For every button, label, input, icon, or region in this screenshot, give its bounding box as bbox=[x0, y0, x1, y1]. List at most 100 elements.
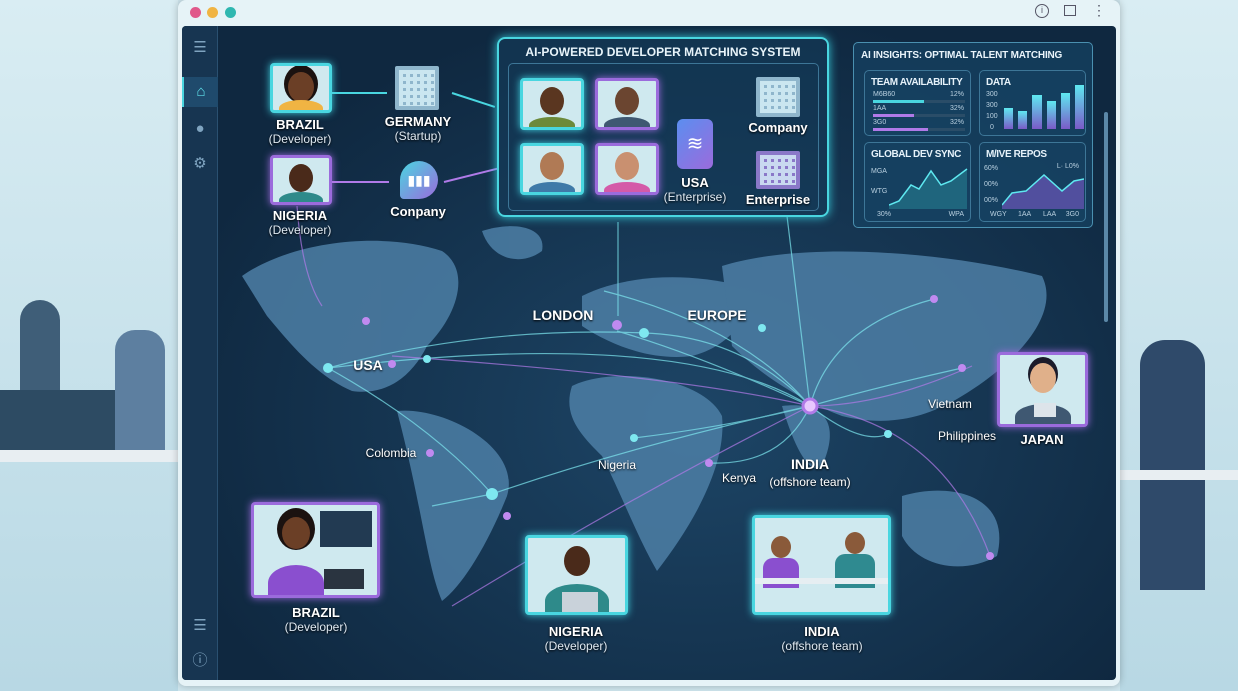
data-bar bbox=[1074, 85, 1085, 129]
node bbox=[388, 360, 396, 368]
india-team-card[interactable] bbox=[752, 515, 891, 615]
tick: WTG bbox=[871, 188, 888, 195]
row-label: 3G0 bbox=[873, 119, 887, 126]
data-bar-chart bbox=[1004, 83, 1085, 129]
brazil-developer-label: BRAZIL(Developer) bbox=[268, 117, 332, 146]
office-scene-left bbox=[0, 0, 178, 691]
nigeria-developer-card[interactable] bbox=[525, 535, 628, 615]
data-bar bbox=[1004, 108, 1014, 129]
connection-arc bbox=[327, 331, 645, 369]
matched-developer-avatar[interactable] bbox=[520, 143, 584, 195]
matched-developer-avatar[interactable] bbox=[595, 143, 659, 195]
info-icon[interactable]: i bbox=[1035, 4, 1049, 18]
greenland bbox=[482, 226, 543, 260]
map-label-vietnam: Vietnam bbox=[928, 397, 972, 411]
map-label-india-sub: (offshore team) bbox=[769, 475, 851, 489]
connection-arc bbox=[431, 493, 493, 507]
connection-arc bbox=[327, 367, 493, 495]
india bbox=[782, 405, 830, 469]
tick: 300 bbox=[986, 102, 998, 109]
menu-icon[interactable]: ☰ bbox=[193, 39, 207, 56]
ai-insights-panel: AI INSIGHTS: OPTIMAL TALENT MATCHING TEA… bbox=[853, 42, 1093, 228]
data-bar bbox=[1060, 93, 1070, 129]
data-title: DATA bbox=[986, 77, 1011, 88]
map-label-philippines: Philippines bbox=[937, 429, 997, 443]
node bbox=[705, 459, 713, 467]
node bbox=[986, 552, 994, 560]
map-nodes bbox=[323, 295, 994, 560]
main-panel: ☰ ⌂ ● ⚙ ☰ ⓘ bbox=[182, 26, 1116, 680]
node bbox=[426, 449, 434, 457]
japan-developer-card[interactable] bbox=[997, 352, 1088, 427]
more-vertical-icon[interactable]: ⋮ bbox=[1092, 2, 1106, 18]
node bbox=[423, 355, 431, 363]
tick: 300 bbox=[986, 91, 998, 98]
scrollbar[interactable] bbox=[1104, 112, 1108, 322]
map-label-europe: EUROPE bbox=[687, 307, 747, 323]
matched-developer-avatar[interactable] bbox=[595, 78, 659, 130]
company-building-icon bbox=[756, 77, 800, 117]
connections bbox=[327, 215, 963, 507]
brazil-developer-card[interactable] bbox=[251, 502, 380, 598]
laptop-icon bbox=[324, 569, 364, 589]
north-america bbox=[242, 240, 459, 392]
brazil-developer-avatar[interactable] bbox=[270, 63, 332, 113]
minimize-button[interactable] bbox=[207, 7, 218, 18]
node bbox=[362, 317, 370, 325]
team-member bbox=[845, 532, 865, 554]
team-availability-title: TEAM AVAILABILITY bbox=[871, 77, 963, 88]
person bbox=[1140, 340, 1205, 590]
laptop-icon bbox=[1034, 403, 1056, 417]
data-card: DATA 300 300 100 0 bbox=[979, 70, 1086, 136]
home-icon[interactable]: ⌂ bbox=[182, 77, 218, 107]
nigeria-developer-avatar[interactable] bbox=[270, 155, 332, 205]
node bbox=[503, 512, 511, 520]
brazil-card-label: BRAZIL(Developer) bbox=[284, 605, 348, 634]
india-card-label: INDIA(offshore team) bbox=[781, 624, 863, 653]
map-label-usa: USA bbox=[353, 357, 383, 373]
node-europe bbox=[639, 328, 649, 338]
maximize-button[interactable] bbox=[225, 7, 236, 18]
node bbox=[884, 430, 892, 438]
continents bbox=[242, 226, 1047, 601]
desk bbox=[755, 578, 888, 584]
active-repos-card: M/IVE REPOS L· L0% 60% 00% 00% WGY 1AA L… bbox=[979, 142, 1086, 222]
tick: 1AA bbox=[1018, 211, 1032, 218]
sync-line bbox=[889, 168, 968, 206]
node bbox=[758, 324, 766, 332]
person bbox=[115, 330, 165, 450]
user-icon[interactable]: ● bbox=[195, 120, 205, 137]
nigeria-developer-label: NIGERIA(Developer) bbox=[268, 208, 332, 237]
node-india bbox=[801, 397, 819, 415]
sync-line-chart bbox=[889, 168, 968, 209]
connection-arc bbox=[633, 405, 811, 439]
company-label: Conpany bbox=[390, 204, 446, 219]
node-brazil bbox=[486, 488, 498, 500]
nigeria-card-label: NIGERIA(Developer) bbox=[544, 624, 608, 653]
tick: 60% bbox=[984, 165, 999, 172]
connector bbox=[332, 181, 389, 183]
map-label-colombia: Colombia bbox=[365, 446, 417, 460]
south-america bbox=[397, 410, 509, 601]
data-bar bbox=[1032, 94, 1042, 129]
team-availability-card: TEAM AVAILABILITY M6B60 12% 1AA 32% 3G0 … bbox=[864, 70, 971, 136]
connection-arc bbox=[708, 405, 811, 464]
usa-enterprise-logo-icon: ≋ bbox=[677, 119, 713, 169]
connection-arc bbox=[616, 330, 811, 407]
info-icon[interactable]: ⓘ bbox=[192, 652, 208, 669]
tick: WPA bbox=[948, 211, 964, 218]
gear-icon[interactable]: ⚙ bbox=[193, 155, 207, 172]
menu-icon[interactable]: ☰ bbox=[193, 617, 207, 634]
connector bbox=[332, 92, 387, 94]
node-london bbox=[612, 320, 622, 330]
windows-icon[interactable] bbox=[1064, 5, 1076, 16]
node bbox=[630, 434, 638, 442]
tick: MGA bbox=[871, 168, 887, 175]
close-button[interactable] bbox=[190, 7, 201, 18]
world-map bbox=[242, 205, 1047, 607]
laptop-icon bbox=[562, 592, 598, 612]
connection-arc bbox=[391, 355, 811, 407]
matched-developer-avatar[interactable] bbox=[520, 78, 584, 130]
node bbox=[958, 364, 966, 372]
progress-track bbox=[873, 128, 965, 131]
